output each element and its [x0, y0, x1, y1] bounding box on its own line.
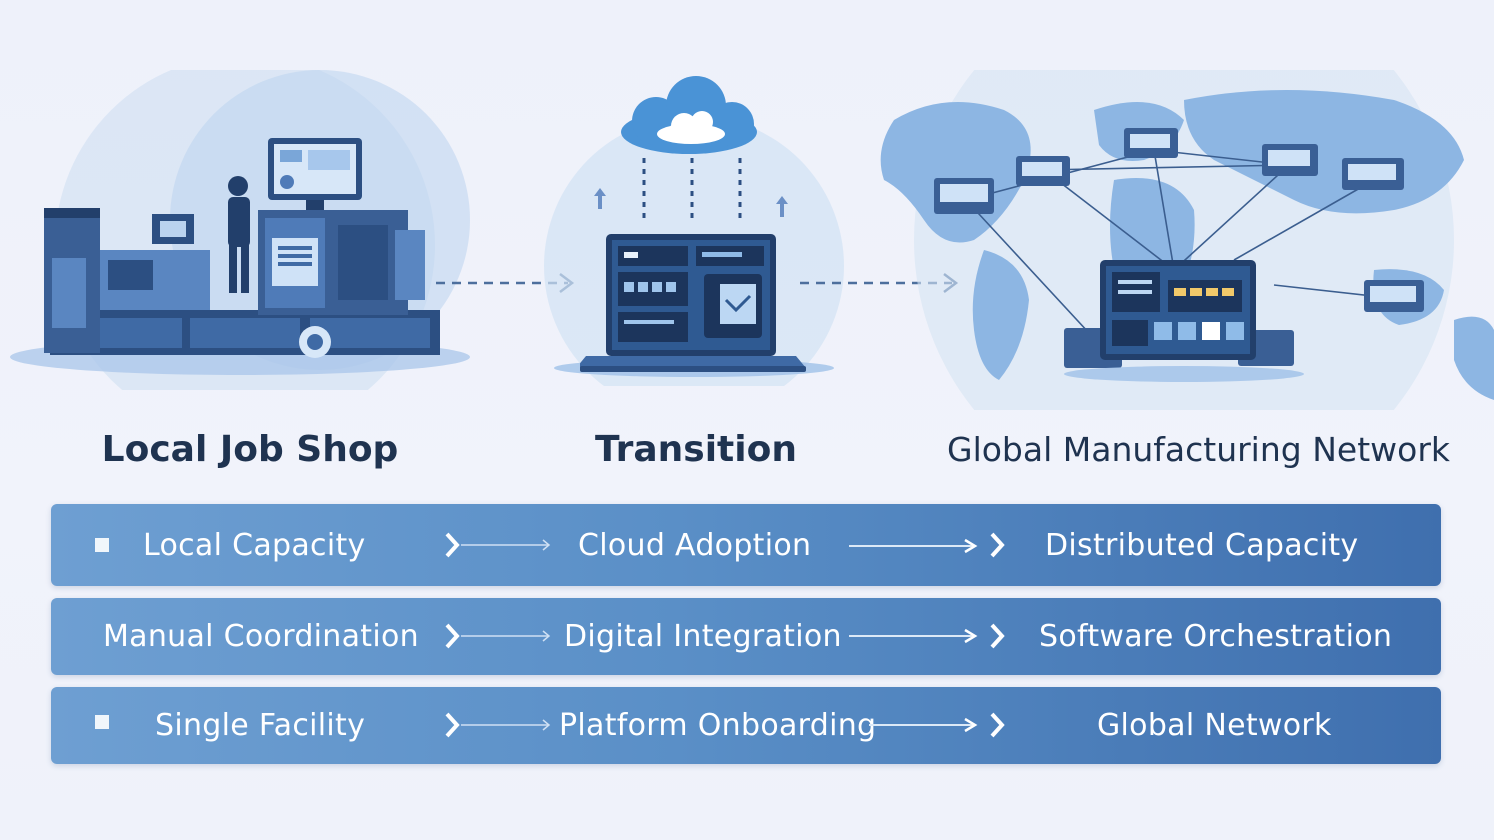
- chevron-arrow-icon: [869, 712, 1005, 738]
- laptop-dashboard-icon: [580, 234, 806, 372]
- progression-row-coordination: Manual Coordination Digital Integration …: [51, 598, 1441, 675]
- progression-row-facility: Single Facility Platform Onboarding Glob…: [51, 687, 1441, 764]
- row-to-label: Distributed Capacity: [1045, 527, 1359, 563]
- stage-title-transition: Transition: [595, 429, 797, 470]
- row-via-label: Cloud Adoption: [578, 527, 812, 563]
- stage-title-local-job-shop: Local Job Shop: [101, 429, 399, 470]
- row-to-label: Software Orchestration: [1039, 619, 1393, 654]
- stage-title-global-manufacturing-network: Global Manufacturing Network: [947, 430, 1450, 469]
- row-from-label: Local Capacity: [143, 527, 366, 563]
- world-map-icon: [880, 70, 1494, 410]
- chevron-arrow-icon: [445, 623, 551, 649]
- factory-machinery-icon: [10, 70, 470, 390]
- chevron-arrow-icon: [445, 532, 551, 558]
- row-to-label: Global Network: [1097, 708, 1332, 743]
- progression-row-capacity: Local Capacity Cloud Adoption Distribute…: [51, 504, 1441, 586]
- chevron-arrow-icon: [849, 532, 1005, 558]
- bullet-square-icon: [95, 715, 109, 729]
- row-from-label: Single Facility: [155, 708, 366, 743]
- row-from-label: Manual Coordination: [103, 619, 419, 654]
- chevron-arrow-icon: [445, 712, 551, 738]
- row-via-label: Platform Onboarding: [559, 708, 877, 743]
- bullet-square-icon: [95, 538, 109, 552]
- chevron-arrow-icon: [849, 623, 1005, 649]
- row-via-label: Digital Integration: [564, 619, 842, 654]
